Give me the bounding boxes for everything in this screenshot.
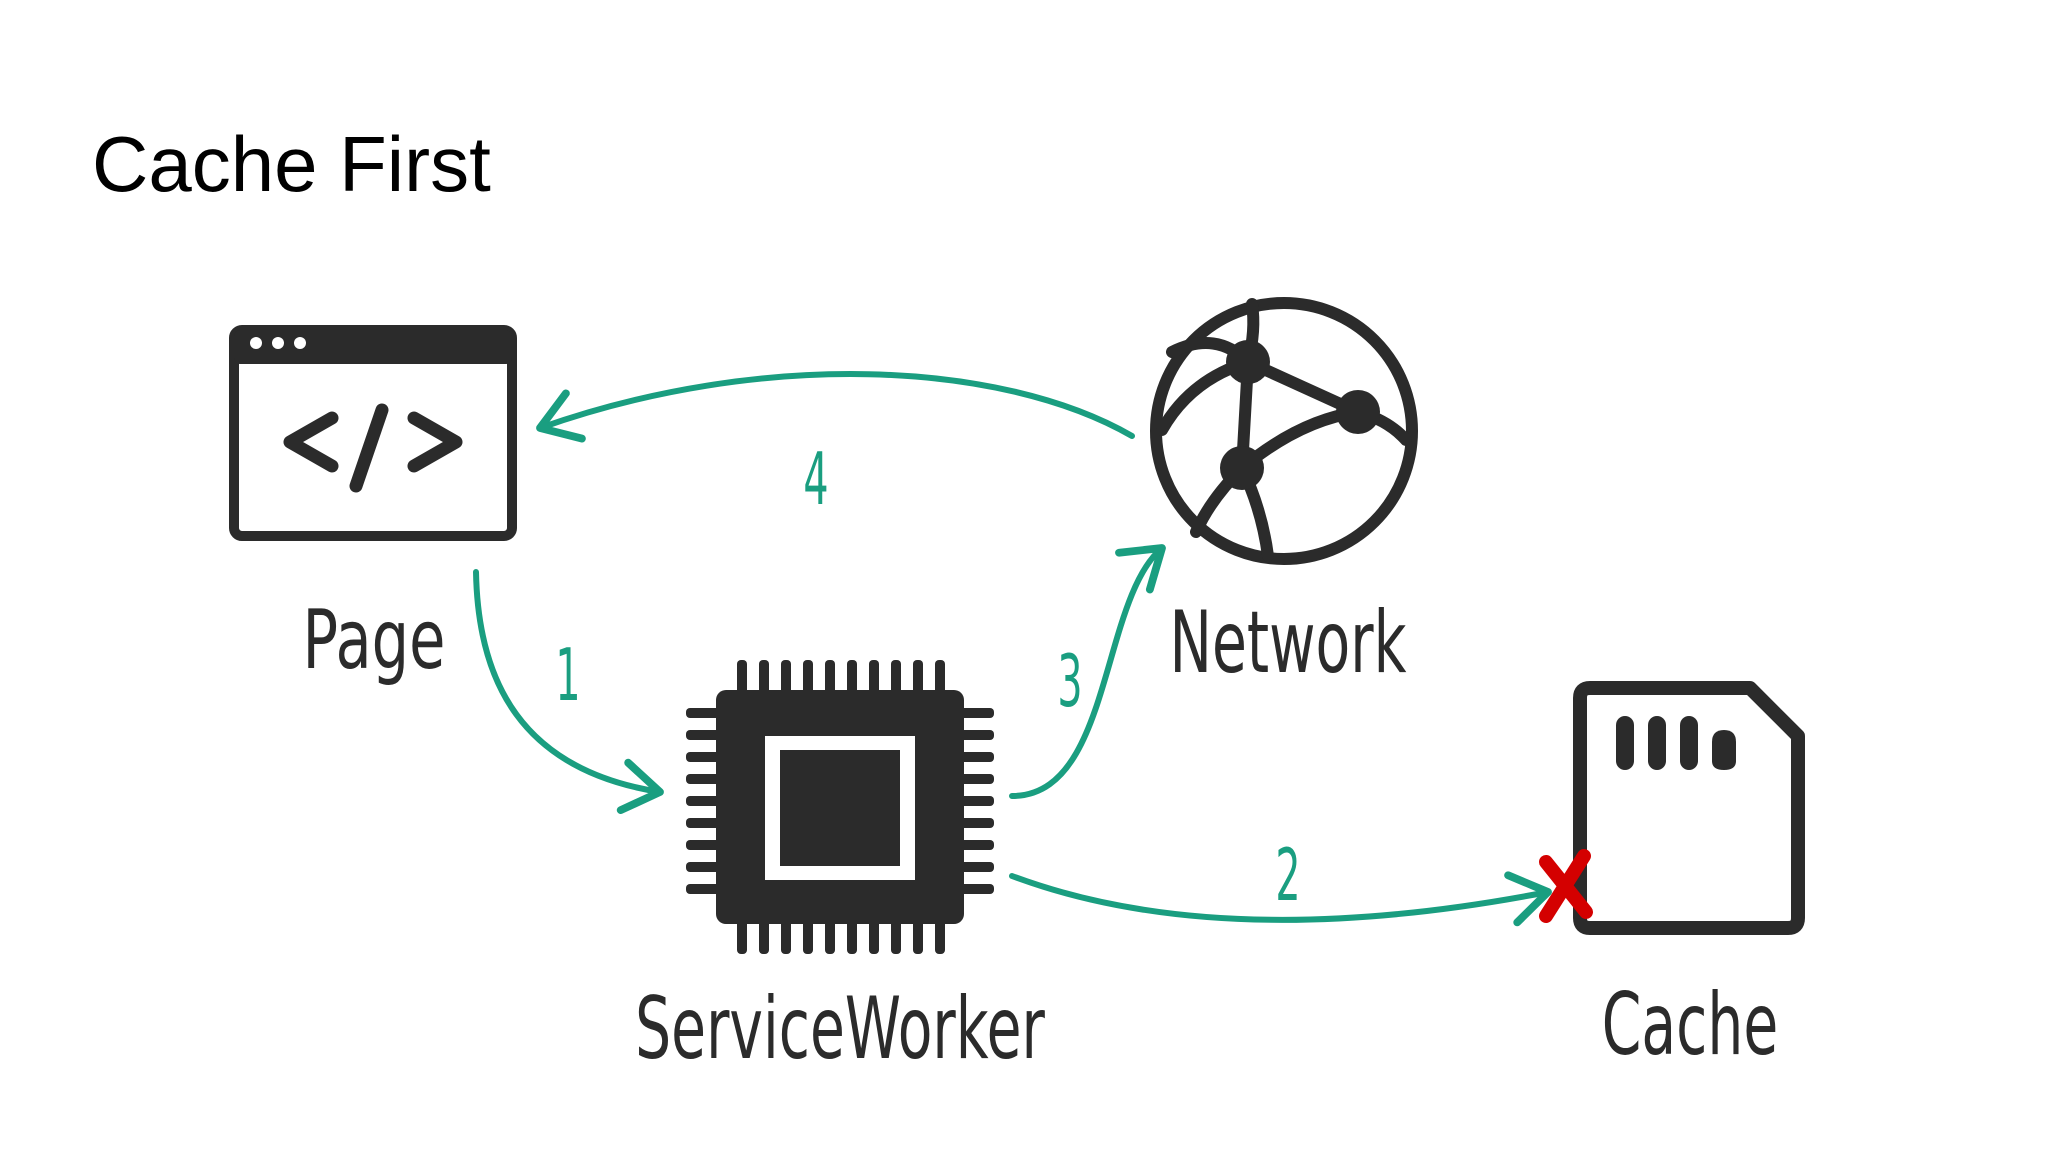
sd-card-icon xyxy=(1573,681,1805,935)
node-label-network: Network xyxy=(1170,593,1407,693)
arrow-step-2 xyxy=(1009,871,1552,927)
cpu-pins-left xyxy=(686,708,720,894)
browser-code-icon xyxy=(229,325,517,541)
step-number-1: 1 xyxy=(555,633,580,717)
arrow-step-1 xyxy=(473,569,664,814)
step-number-3: 3 xyxy=(1057,639,1082,723)
failure-x-mark xyxy=(1539,849,1593,923)
step-number-2: 2 xyxy=(1275,833,1300,917)
node-label-page: Page xyxy=(303,592,446,687)
node-label-cache: Cache xyxy=(1602,975,1779,1075)
slide-title: Cache First xyxy=(92,120,491,208)
cpu-pins-top xyxy=(737,660,945,694)
arrow-step-4 xyxy=(536,371,1135,443)
cpu-pins-bottom xyxy=(737,920,945,954)
step-number-4: 4 xyxy=(803,437,828,521)
cpu-pins-right xyxy=(960,708,994,894)
globe-network-icon xyxy=(1150,297,1418,565)
node-label-serviceworker: ServiceWorker xyxy=(635,979,1045,1079)
arrow-step-3 xyxy=(1009,544,1166,799)
cpu-chip-icon xyxy=(686,660,994,954)
